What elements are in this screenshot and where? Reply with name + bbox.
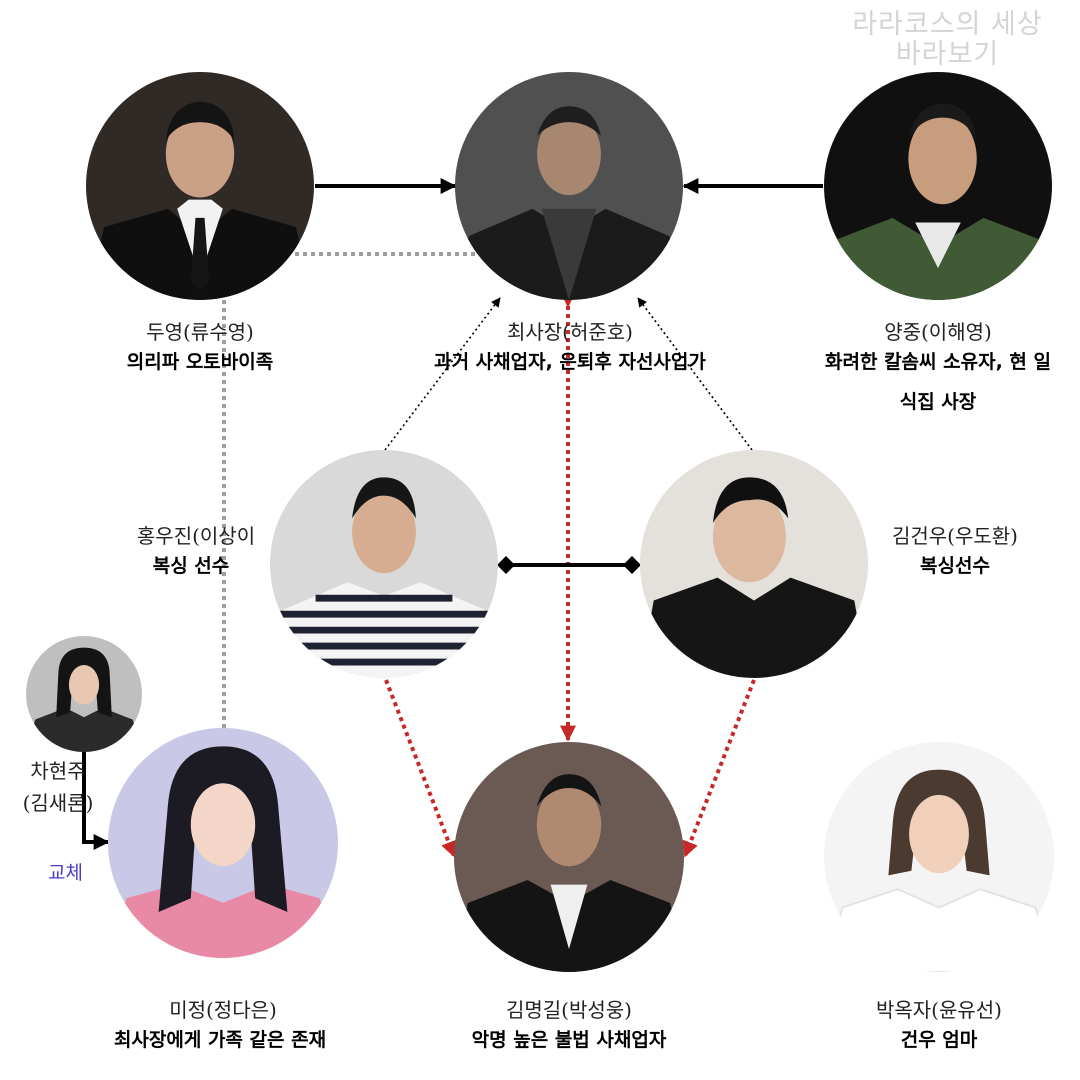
avatar-kimmyunggil (454, 742, 684, 972)
watermark-line2: 바라보기 (895, 39, 1000, 70)
edge-chahyunju-replaced-by-mijung (82, 752, 110, 850)
role-hongwoojin: 복싱 선수 (152, 555, 230, 577)
name-mijung: 미정(정다은) (169, 998, 277, 1022)
role-yangjung: 화려한 칼솜씨 소유자, 현 일식집 사장 (825, 351, 1051, 413)
avatar-mijung (108, 728, 338, 958)
role-mijung: 최사장에게 가족 같은 존재 (113, 1029, 327, 1051)
name-kimmyunggil: 김명길(박성웅) (505, 998, 632, 1022)
avatar-yangjung (824, 72, 1052, 300)
portrait-icon (270, 450, 498, 678)
name-duyoung: 두영(류수영) (146, 320, 254, 344)
portrait-icon (108, 728, 338, 958)
name-chahyunju: 차현주 (30, 759, 86, 783)
role-duyoung: 의리파 오토바이족 (126, 351, 274, 373)
edge-kimgunwoo-to-choi (637, 297, 753, 451)
avatar-choi (455, 72, 683, 300)
name-choi: 최사장(허준호) (506, 320, 633, 344)
role-choi: 과거 사채업자, 은퇴후 자선사업가 (434, 351, 706, 373)
portrait-icon (824, 742, 1054, 972)
portrait-icon (824, 72, 1052, 300)
role-parkokja: 건우 엄마 (900, 1029, 978, 1051)
role-kimmyunggil: 악명 높은 불법 사채업자 (471, 1029, 667, 1051)
edge-kimgunwoo-to-kimmyunggil (682, 679, 756, 858)
portrait-icon (455, 72, 683, 300)
role-kimgunwoo: 복싱선수 (920, 555, 990, 577)
edge-hongwoojin-to-choi (384, 297, 501, 451)
watermark: 라라코스의 세상 바라보기 (820, 10, 1075, 70)
swap-note: 교체 (48, 862, 83, 884)
name-parkokja: 박옥자(윤유선) (875, 998, 1002, 1022)
name-chahyunju-actor: (김새론) (22, 791, 94, 815)
portrait-icon (454, 742, 684, 972)
name-hongwoojin: 홍우진(이상이 (136, 524, 256, 548)
portrait-icon (26, 636, 142, 752)
watermark-line1: 라라코스의 세상 (852, 9, 1043, 40)
avatar-duyoung (86, 72, 314, 300)
avatar-hongwoojin (270, 450, 498, 678)
avatar-parkokja (824, 742, 1054, 972)
avatar-kimgunwoo (640, 450, 868, 678)
name-yangjung: 양중(이해영) (884, 320, 992, 344)
portrait-icon (86, 72, 314, 300)
portrait-icon (640, 450, 868, 678)
name-kimgunwoo: 김건우(우도환) (891, 524, 1018, 548)
avatar-chahyunju (26, 636, 142, 752)
edge-hongwoojin-to-kimmyunggil (384, 679, 457, 858)
